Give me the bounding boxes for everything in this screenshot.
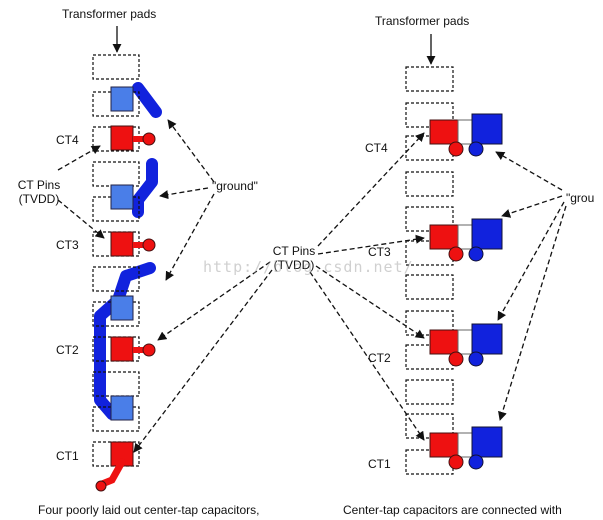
- ct-pins-left-line2: (TVDD): [18, 192, 60, 206]
- ct4-right-label: CT4: [365, 141, 388, 155]
- right-transformer-pad: [405, 413, 454, 439]
- ct1-left-label: CT1: [56, 449, 79, 463]
- left-ctpins-arrow-ct3: [57, 199, 105, 239]
- right-capacitor-ct2-red-dot: [448, 351, 464, 367]
- right-capacitor-ct1-red-dot: [448, 454, 464, 470]
- left-ground-trace-3: [94, 262, 156, 420]
- center-ctpins-arrow-right-ct4: [317, 132, 425, 247]
- right-capacitor-ct3-red: [429, 224, 459, 250]
- right-capacitor-ct3-blue-dot: [468, 246, 484, 262]
- left-pad-square-blue: [110, 86, 134, 112]
- center-ctpins-arrow-right-ct1: [309, 271, 425, 441]
- left-pad-square-blue: [110, 395, 134, 421]
- right-capacitor-ct4-blue-dot: [468, 141, 484, 157]
- right-capacitor-ct2-white: [457, 329, 473, 355]
- right-capacitor-ct4-red: [429, 119, 459, 145]
- center-ctpins-arrow-left-ct1: [133, 269, 273, 453]
- right-transformer-pad: [405, 240, 454, 266]
- right-capacitor-ct2-blue: [471, 323, 503, 355]
- ct-pins-center-label: CT Pins (TVDD): [270, 244, 318, 272]
- center-ctpins-arrow-right-ct2: [315, 265, 425, 339]
- ground-right-label: "grou: [566, 191, 595, 205]
- right-capacitor-ct2-red: [429, 329, 459, 355]
- left-capacitor-lead-ct3: [133, 242, 145, 248]
- left-ground-arrow-1: [167, 119, 215, 183]
- ground-left-label: "ground": [212, 179, 258, 193]
- right-transformer-pad: [405, 344, 454, 370]
- right-capacitor-ct4-blue: [471, 113, 503, 145]
- center-ctpins-arrow-right-ct3: [317, 234, 425, 255]
- left-capacitor-lead-ct2: [133, 347, 145, 353]
- right-capacitor-ct1-blue: [471, 426, 503, 458]
- right-capacitor-ct1-white: [457, 432, 473, 458]
- right-capacitor-ct4-red-dot: [448, 141, 464, 157]
- left-layout: [92, 54, 162, 492]
- right-transformer-pad: [405, 171, 454, 197]
- left-capacitor-dot-ct2: [142, 343, 156, 357]
- ct2-right-label: CT2: [368, 351, 391, 365]
- right-capacitor-ct3-blue: [471, 218, 503, 250]
- arrows: [57, 26, 567, 453]
- right-capacitor-ct1-red: [429, 432, 459, 458]
- right-ground-arrow-ct4: [495, 151, 563, 191]
- left-capacitor-ct2: [110, 336, 134, 362]
- ct-pins-center-line2: (TVDD): [273, 258, 315, 272]
- left-capacitor-ct3: [110, 231, 134, 257]
- right-transformer-pad: [405, 102, 454, 128]
- right-capacitor-ct4-white: [457, 119, 473, 145]
- watermark: http://blog.csdn.net/: [203, 258, 414, 276]
- ct1-right-label: CT1: [368, 457, 391, 471]
- left-pad-square-blue: [110, 295, 134, 321]
- right-transformer-pad: [405, 206, 454, 232]
- right-ground-arrow-ct2: [497, 201, 565, 321]
- right-capacitor-ct3-red-dot: [448, 246, 464, 262]
- ct3-left-label: CT3: [56, 238, 79, 252]
- right-transformer-pad: [405, 379, 454, 405]
- caption-left: Four poorly laid out center-tap capacito…: [38, 503, 260, 517]
- left-ground-trace-1: [132, 82, 162, 118]
- right-capacitor-ct1-blue-dot: [468, 454, 484, 470]
- ct-pins-left-line1: CT Pins: [17, 178, 61, 192]
- left-transformer-pad: [92, 54, 140, 80]
- right-transformer-pad: [405, 274, 454, 300]
- ct-pins-center-line1: CT Pins: [272, 244, 316, 258]
- right-ground-arrow-ct1: [498, 205, 567, 421]
- ct-pins-left-label: CT Pins (TVDD): [16, 178, 62, 206]
- left-transformer-pad: [92, 266, 140, 292]
- right-capacitor-ct2-blue-dot: [468, 351, 484, 367]
- ct4-left-label: CT4: [56, 133, 79, 147]
- right-transformer-pad: [405, 310, 454, 336]
- left-transformer-pad: [92, 161, 140, 187]
- left-capacitor-dot-ct4: [142, 132, 156, 146]
- right-transformer-pad: [405, 66, 454, 92]
- left-capacitor-lead-ct4: [133, 136, 145, 142]
- left-ctpins-arrow-ct4: [57, 145, 101, 171]
- right-capacitor-ct3-white: [457, 224, 473, 250]
- caption-right: Center-tap capacitors are connected with: [343, 503, 562, 517]
- left-pad-square-blue: [110, 184, 134, 210]
- ct3-right-label: CT3: [368, 245, 391, 259]
- right-ground-arrow-ct3: [501, 195, 563, 218]
- left-ground-arrow-3: [165, 193, 215, 281]
- right-layout: [405, 66, 503, 475]
- left-title: Transformer pads: [62, 7, 157, 21]
- right-transformer-pad: [405, 135, 454, 161]
- left-ground-trace-2: [132, 158, 158, 218]
- left-capacitor-dot-ct1: [95, 480, 107, 492]
- left-capacitor-ct4: [110, 125, 134, 151]
- ct2-left-label: CT2: [56, 343, 79, 357]
- right-transformer-pad: [405, 449, 454, 475]
- left-capacitor-dot-ct3: [142, 238, 156, 252]
- center-ctpins-arrow-left-ct2: [157, 261, 271, 341]
- left-ground-arrow-2: [159, 187, 209, 200]
- right-title: Transformer pads: [375, 14, 470, 28]
